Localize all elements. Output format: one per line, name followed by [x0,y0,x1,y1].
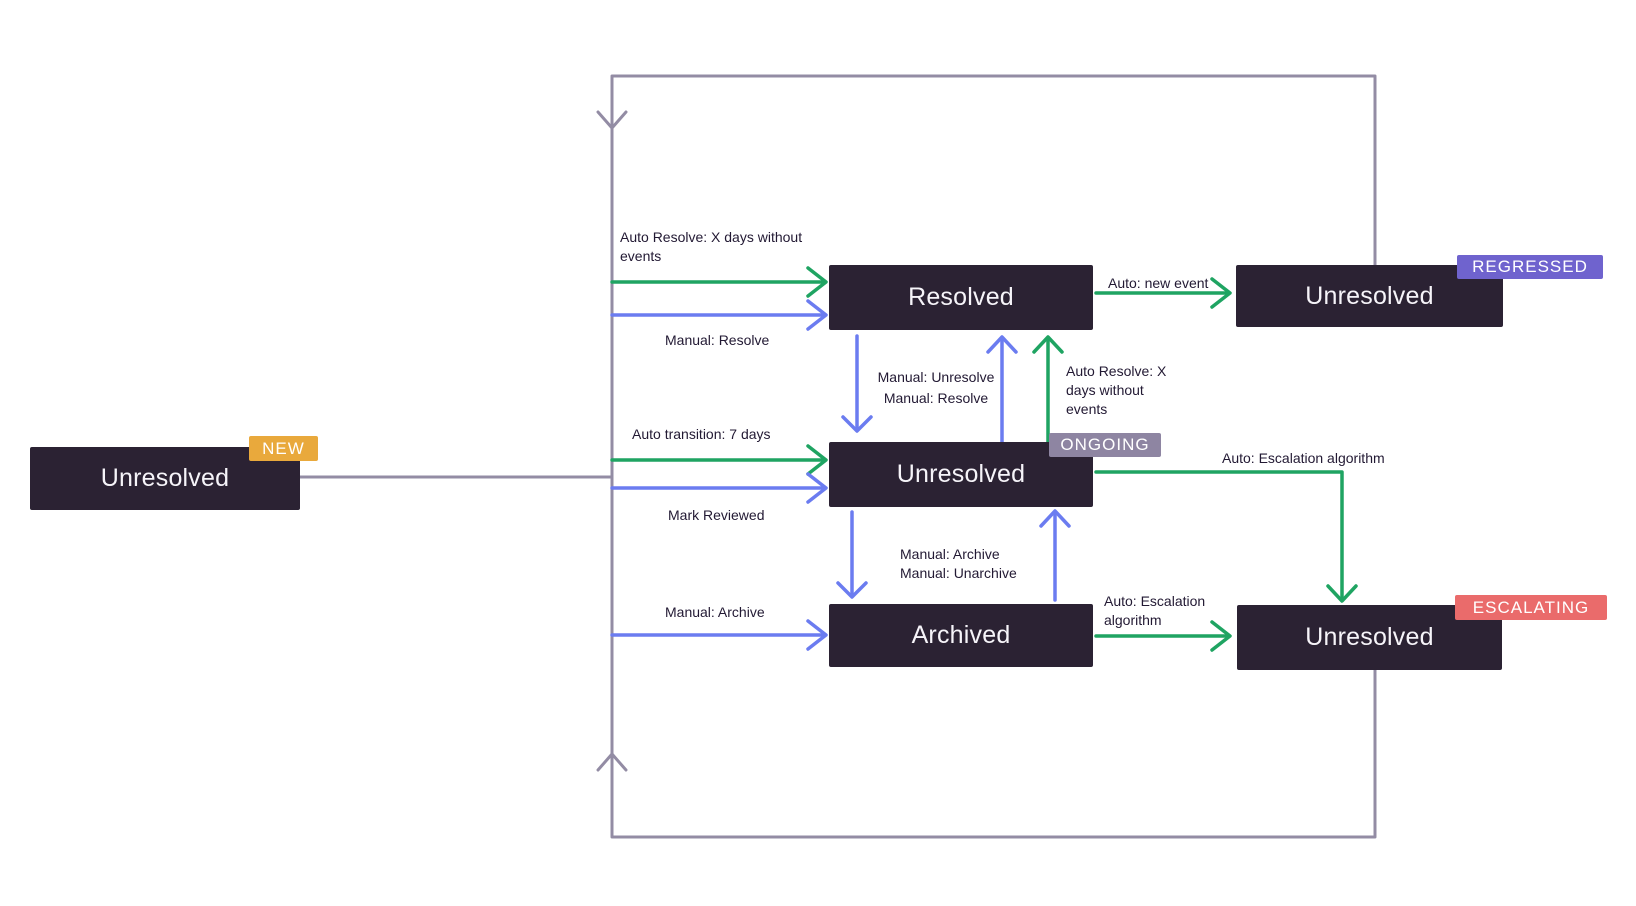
edge-label-auto-new-event: Auto: new event [1108,275,1209,291]
edge-label-manual-archive-left: Manual: Archive [665,604,765,620]
state-label: Unresolved [100,464,230,492]
loop-path [298,74,1377,839]
edge-auto-resolve-to-resolved [610,266,828,298]
state-label: Resolved [908,283,1014,311]
edge-label-manual-resolve-top: Manual: Resolve [665,332,770,348]
state-label: Unresolved [896,460,1026,488]
state-label: Unresolved [1305,623,1434,651]
state-node-archived: Archived [829,604,1093,667]
edge-manual-archive-to-archived [610,619,828,651]
edge-label-auto-escalation-bottom: Auto: Escalation algorithm [1104,593,1206,628]
state-node-resolved: Resolved [829,265,1093,330]
state-label: Unresolved [1305,281,1434,310]
edge-label-auto-resolve-mid: Auto Resolve: X days without events [1066,363,1167,417]
badge-escalating: ESCALATING [1455,595,1607,620]
edge-manual-unarchive-up [1039,509,1071,602]
edge-manual-resolve-up [986,335,1018,444]
edge-manual-resolve-to-resolved [610,299,828,331]
badge-new: NEW [249,436,318,461]
edge-label-unresolve-resolve-pair: Manual: Unresolve Manual: Resolve [877,369,995,406]
edge-label-auto-transition: Auto transition: 7 days [632,426,771,442]
edge-label-auto-escalation-top: Auto: Escalation algorithm [1222,450,1385,466]
edge-escalation-ongoing-to-escalating [1094,470,1358,603]
edge-label-mark-reviewed: Mark Reviewed [668,507,765,523]
loop-arrowhead-down [596,110,628,130]
badge-regressed: REGRESSED [1457,255,1603,279]
state-node-regressed-unresolved: Unresolved [1236,265,1503,327]
edge-auto-transition-to-ongoing [610,444,828,476]
edge-auto-resolve-ongoing-to-resolved [1032,335,1064,444]
badge-ongoing: ONGOING [1049,433,1161,457]
edge-manual-archive-down [836,510,868,599]
edge-escalation-archived-to-escalating [1094,620,1232,652]
edge-label-archive-unarchive-pair: Manual: Archive Manual: Unarchive [900,546,1017,581]
loop-arrowhead-up [596,752,628,772]
edge-label-auto-resolve-top: Auto Resolve: X days without events [620,229,803,264]
edge-mark-reviewed-to-ongoing [610,472,828,504]
state-node-escalating-unresolved: Unresolved [1237,605,1502,670]
edge-auto-new-event-to-regressed [1094,277,1232,309]
state-label: Archived [911,621,1011,649]
edge-manual-unresolve-down [841,334,873,433]
